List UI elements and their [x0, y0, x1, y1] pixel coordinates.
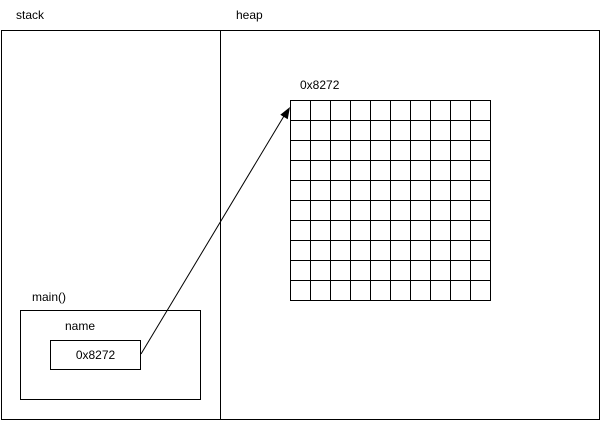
variable-value-box: 0x8272	[50, 340, 141, 370]
pointer-arrow	[140, 115, 285, 355]
heap-memory-grid	[290, 100, 491, 301]
stack-frame-name: main()	[32, 290, 67, 304]
heap-block-address: 0x8272	[300, 78, 340, 92]
variable-value: 0x8272	[75, 348, 116, 362]
heap-cell	[470, 280, 491, 301]
pointer-arrowhead	[280, 107, 290, 120]
variable-label: name	[65, 319, 96, 333]
heap-title: heap	[236, 8, 263, 22]
stack-title: stack	[16, 8, 45, 22]
